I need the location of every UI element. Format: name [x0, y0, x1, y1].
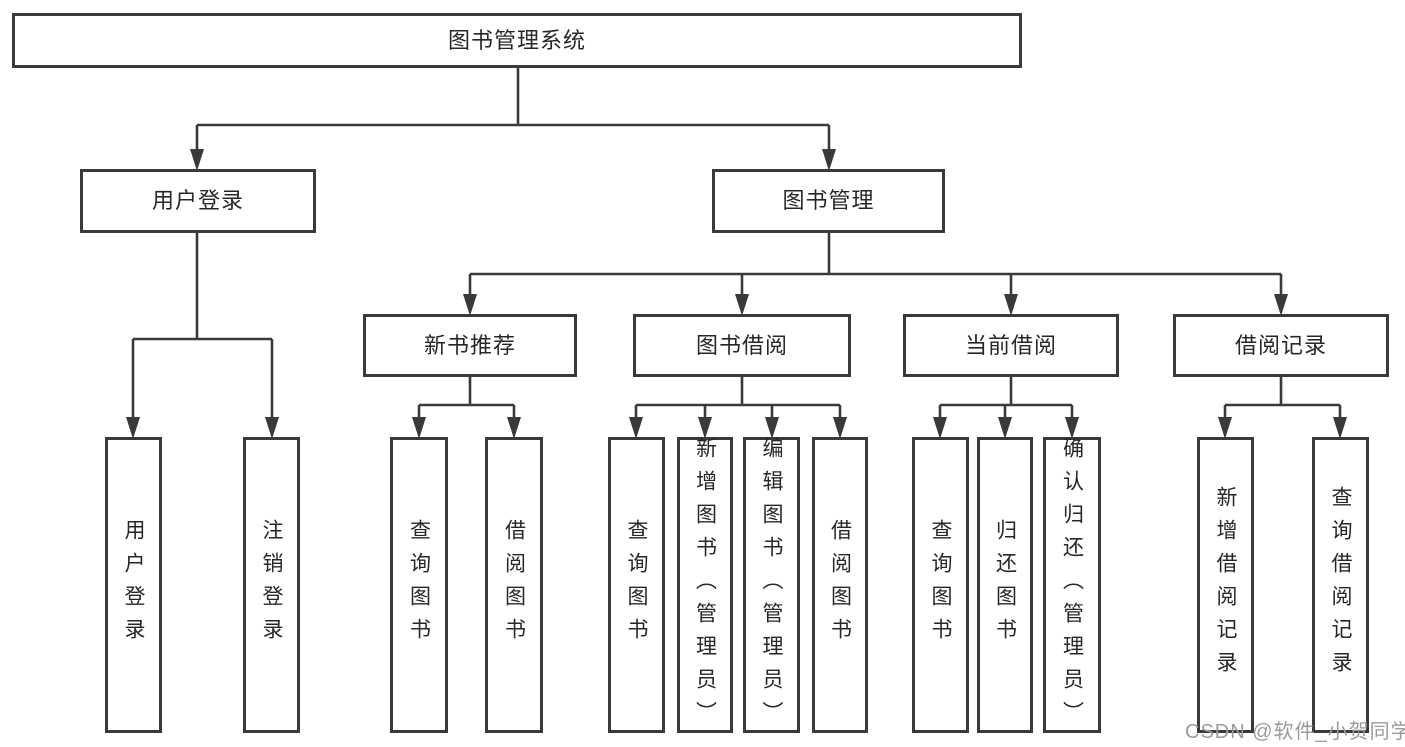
leaf-label: 新增图书（管理员）: [693, 436, 717, 734]
leaf-label: 查询借阅记录: [1329, 486, 1352, 684]
arrow-down-icons: [126, 149, 1347, 439]
watermark: CSDN @软件_小贺同学: [1185, 721, 1405, 743]
leaf-edit-books-admin: 编辑图书（管理员）: [743, 436, 800, 734]
leaf-confirm-return-admin: 确认归还（管理员）: [1043, 436, 1101, 734]
node-user-login-label: 用户登录: [151, 188, 244, 213]
node-book-management: 图书管理: [712, 169, 945, 233]
section-label: 当前借阅: [964, 332, 1057, 358]
leaf-label: 查询图书: [625, 519, 648, 651]
leaf-label: 归还图书: [993, 519, 1017, 651]
leaf-label: 查询图书: [407, 519, 431, 651]
leaf-query-borrow-record: 查询借阅记录: [1312, 437, 1369, 733]
leaf-borrow-books-recommend: 借阅图书: [485, 437, 543, 733]
leaf-label: 借阅图书: [502, 519, 526, 651]
leaf-label: 用户登录: [122, 519, 145, 651]
leaf-label: 编辑图书（管理员）: [760, 436, 783, 734]
node-book-borrow: 图书借阅: [633, 314, 851, 377]
leaf-add-borrow-record: 新增借阅记录: [1197, 437, 1254, 733]
node-new-book-recommend: 新书推荐: [363, 314, 577, 377]
leaf-label: 注销登录: [260, 519, 283, 651]
leaf-add-books-admin: 新增图书（管理员）: [677, 436, 733, 734]
leaf-query-books-borrow: 查询图书: [608, 437, 665, 733]
node-root: 图书管理系统: [12, 13, 1022, 68]
leaf-label: 新增借阅记录: [1214, 486, 1237, 684]
leaf-logout: 注销登录: [243, 437, 300, 733]
leaf-query-books-current: 查询图书: [912, 437, 969, 733]
section-label: 新书推荐: [423, 332, 516, 358]
leaf-borrow-books: 借阅图书: [812, 437, 868, 733]
leaf-query-books-recommend: 查询图书: [390, 437, 448, 733]
section-label: 图书借阅: [695, 332, 788, 358]
node-user-login: 用户登录: [80, 169, 316, 233]
node-book-management-label: 图书管理: [782, 188, 875, 213]
node-borrow-records: 借阅记录: [1173, 314, 1389, 377]
leaf-return-books: 归还图书: [977, 437, 1033, 733]
node-root-label: 图书管理系统: [447, 27, 586, 53]
leaf-label: 确认归还（管理员）: [1060, 436, 1084, 734]
leaf-user-login: 用户登录: [105, 437, 162, 733]
node-current-borrow: 当前借阅: [903, 314, 1119, 377]
leaf-label: 查询图书: [929, 519, 952, 651]
leaf-label: 借阅图书: [828, 519, 852, 651]
connector-strokes: [131, 68, 1342, 419]
section-label: 借阅记录: [1234, 332, 1327, 358]
